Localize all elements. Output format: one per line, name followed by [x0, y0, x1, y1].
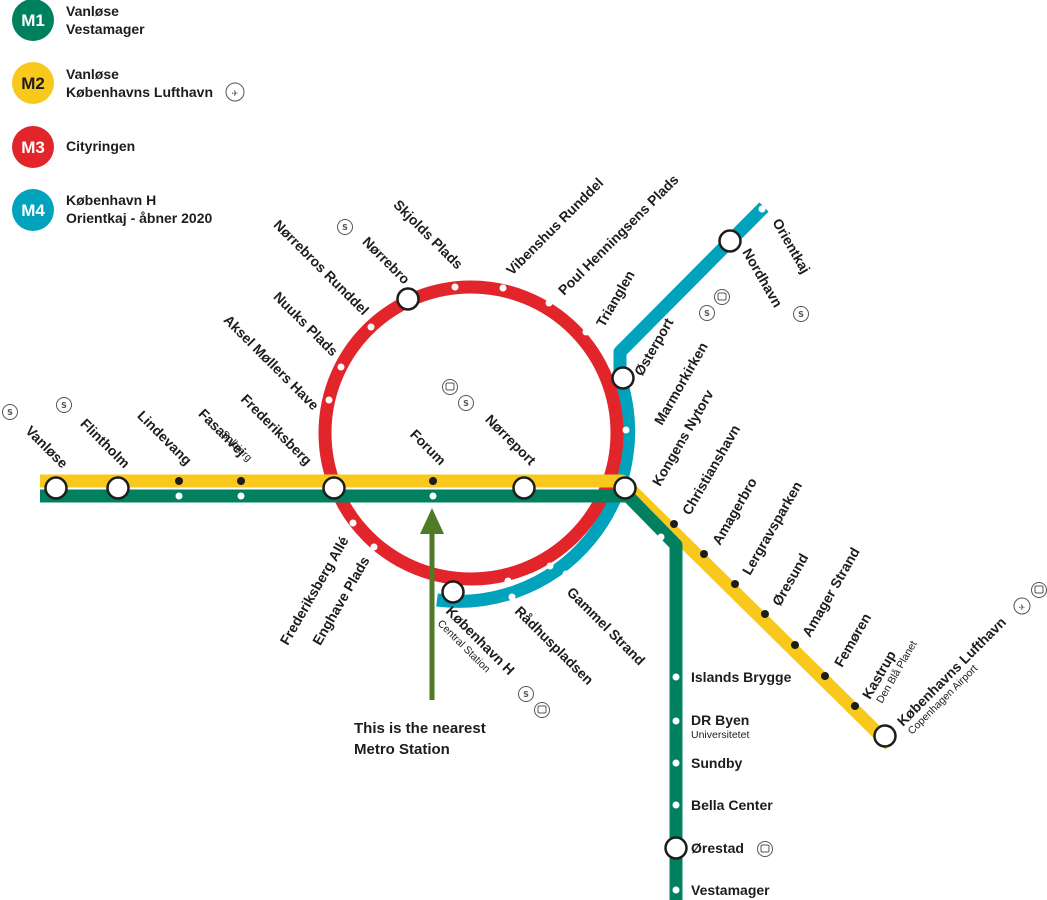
- s-train-icon-osterport: S: [699, 305, 715, 321]
- train-icons: [442, 289, 773, 857]
- legend: M1 Vanløse Vestamager M2 Vanløse Københa…: [12, 0, 245, 231]
- stop-frederiksberg: [322, 476, 346, 500]
- train-icon-norreport: [442, 379, 458, 395]
- m4-badge-label: M4: [21, 201, 45, 220]
- s-train-icon-vanlose: S: [2, 404, 18, 420]
- svg-text:S: S: [463, 399, 469, 408]
- legend-m3: M3 Cityringen: [12, 126, 135, 168]
- interchange-stops: [44, 229, 897, 860]
- legend-m1-line1: Vanløse: [66, 3, 119, 19]
- legend-m1-line2: Vestamager: [66, 21, 145, 37]
- label-oresund: Øresund: [769, 551, 812, 609]
- legend-m4-line1: København H: [66, 192, 156, 208]
- m3-badge-label: M3: [21, 138, 45, 157]
- m3-ring: [318, 280, 624, 586]
- stop-kongens-nytorv: [613, 476, 637, 500]
- label-vestamager: Vestamager: [691, 882, 770, 898]
- m2-badge: [12, 62, 54, 104]
- note-line1: This is the nearest: [354, 720, 486, 737]
- label-amagerbro: Amagerbro: [709, 475, 760, 548]
- label-lufthavn: Københavns Lufthavn: [894, 614, 1009, 729]
- stop-vanlose: [44, 476, 68, 500]
- svg-text:S: S: [704, 309, 710, 318]
- legend-m3-line1: Cityringen: [66, 138, 135, 154]
- legend-m2: M2 Vanløse Københavns Lufthavn ✈: [12, 62, 245, 104]
- legend-m2-line2: Københavns Lufthavn: [66, 84, 213, 100]
- legend-m1: M1 Vanløse Vestamager: [12, 0, 145, 41]
- m4-badge: [12, 189, 54, 231]
- train-icon-kobenhavn-h: [534, 702, 550, 718]
- svg-text:S: S: [342, 223, 348, 232]
- svg-text:✈: ✈: [1019, 603, 1026, 612]
- label-orestad: Ørestad: [691, 840, 744, 856]
- m2-badge-label: M2: [21, 74, 45, 93]
- s-train-icon-norreport: S: [458, 395, 474, 411]
- label-fasanvej-sub: Solbjerg: [219, 428, 255, 464]
- s-train-icons: S S S S S S S: [2, 219, 809, 702]
- note-line2: Metro Station: [354, 741, 450, 758]
- label-bella-center: Bella Center: [691, 797, 773, 813]
- s-train-icon-nordhavn: S: [793, 306, 809, 322]
- svg-text:S: S: [61, 401, 67, 410]
- svg-text:S: S: [523, 690, 529, 699]
- small-stops: [175, 205, 859, 894]
- label-sundby: Sundby: [691, 755, 743, 771]
- s-train-icon-kobenhavn-h: S: [518, 686, 534, 702]
- train-icon-orestad: [757, 841, 773, 857]
- plane-icon-lufthavn: ✈: [1013, 597, 1031, 615]
- label-femoren: Femøren: [831, 610, 874, 669]
- label-nuuks-plads: Nuuks Plads: [270, 288, 341, 359]
- stop-norreport: [512, 476, 536, 500]
- legend-m4: M4 København H Orientkaj - åbner 2020: [12, 189, 213, 231]
- label-flintholm: Flintholm: [77, 415, 133, 471]
- label-skjolds-plads: Skjolds Plads: [390, 196, 466, 272]
- m3-badge: [12, 126, 54, 168]
- label-forum: Forum: [407, 426, 449, 468]
- label-dr-byen: DR Byen: [691, 712, 749, 728]
- svg-text:✈: ✈: [232, 89, 239, 98]
- stop-lufthavn: [873, 724, 897, 748]
- s-train-icon-lufthavn: [1031, 582, 1047, 598]
- airport-icon: ✈: [225, 82, 245, 102]
- stop-norrebro: [396, 287, 420, 311]
- legend-m4-line2: Orientkaj - åbner 2020: [66, 210, 213, 226]
- label-trianglen: Trianglen: [593, 268, 638, 330]
- label-norreport: Nørreport: [482, 411, 539, 468]
- label-islands-brygge: Islands Brygge: [691, 669, 792, 685]
- svg-text:S: S: [798, 310, 804, 319]
- nearest-station-arrow: [420, 508, 444, 700]
- label-nordhavn: Nordhavn: [739, 246, 786, 311]
- svg-text:S: S: [7, 408, 13, 417]
- m1-badge-label: M1: [21, 11, 45, 30]
- legend-m2-line1: Vanløse: [66, 66, 119, 82]
- label-dr-byen-sub: Universitetet: [691, 729, 749, 741]
- stop-osterport: [611, 366, 635, 390]
- stop-flintholm: [106, 476, 130, 500]
- label-norrebro: Nørrebro: [360, 233, 414, 287]
- m4-line: [436, 202, 769, 608]
- label-lindevang: Lindevang: [134, 407, 195, 468]
- s-train-icon-norrebro: S: [337, 219, 353, 235]
- stop-orestad: [664, 836, 688, 860]
- label-radhuspladsen: Rådhuspladsen: [512, 603, 597, 688]
- train-icon-osterport: [714, 289, 730, 305]
- label-orientkaj: Orientkaj: [769, 216, 813, 277]
- m1-badge: [12, 0, 54, 41]
- label-vanlose: Vanløse: [22, 422, 71, 471]
- stop-kobenhavn-h: [441, 580, 465, 604]
- s-train-icon-flintholm: S: [56, 397, 72, 413]
- stop-nordhavn: [718, 229, 742, 253]
